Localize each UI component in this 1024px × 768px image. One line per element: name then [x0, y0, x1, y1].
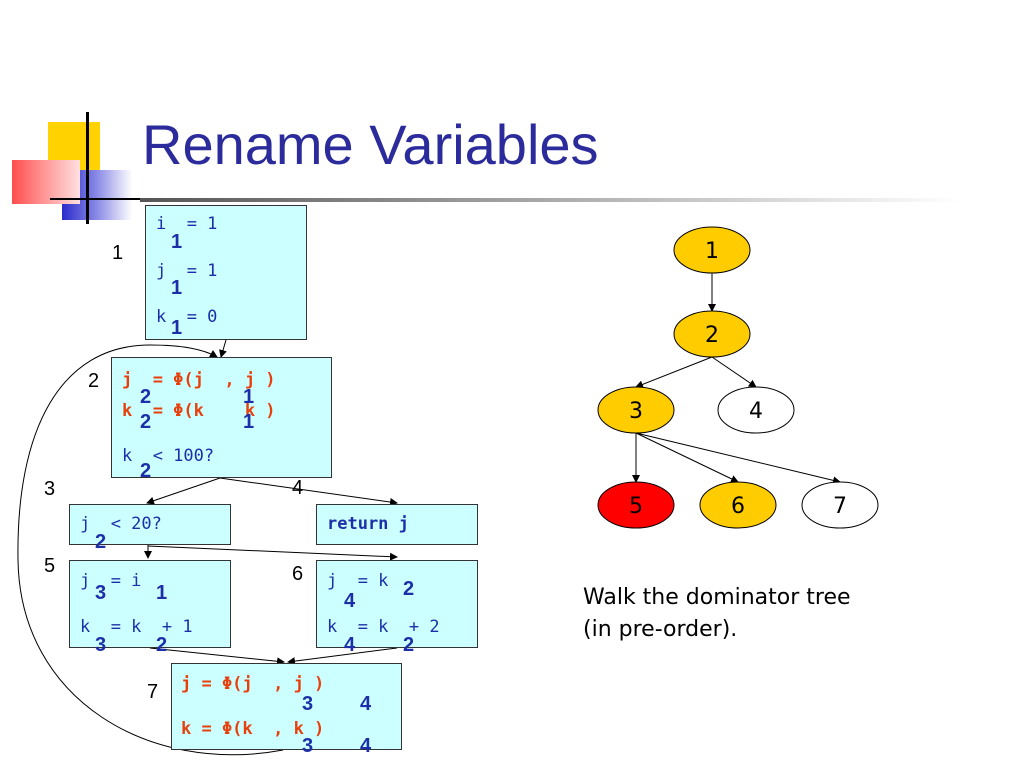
block-3-label: 3 — [44, 478, 56, 500]
block-6-line-1-subscript-a: 4 — [344, 590, 356, 612]
block-6-line-1: j = k — [327, 571, 389, 591]
block-7-line-2: k = Φ(k , k ) — [181, 719, 325, 739]
block-7-label: 7 — [147, 681, 159, 703]
block-5-line-1: j = i — [80, 571, 142, 591]
block-7-line-1-subscript-b: 4 — [360, 693, 372, 715]
basic-block-4: return j — [316, 504, 478, 545]
tree-node-2: 2 — [673, 310, 751, 358]
basic-block-6: j = k 4 2 k = k + 2 4 2 — [316, 560, 478, 655]
block-2-line-3-subscript: 2 — [140, 460, 152, 482]
block-3-line-1: j < 20? — [80, 514, 162, 534]
tree-node-1: 1 — [673, 226, 751, 274]
basic-block-2: j = Φ(j , j ) 2 1 k = Φ(k k ) 2 1 k < 10… — [111, 357, 332, 482]
block-3-line-1-subscript: 2 — [95, 531, 107, 553]
tree-edge-2-4 — [711, 356, 757, 388]
block-1-line-2-subscript: 1 — [171, 277, 183, 299]
caption: Walk the dominator tree (in pre-order). — [583, 582, 851, 646]
tree-node-3-label: 3 — [629, 399, 643, 424]
page-title: Rename Variables — [142, 113, 599, 176]
block-6-line-1-subscript-b: 2 — [403, 578, 415, 600]
edge-6-7 — [287, 647, 398, 666]
basic-block-1: i = 1 1 j = 1 1 k = 0 1 — [145, 205, 307, 340]
tree-node-1-label: 1 — [705, 239, 719, 264]
tree-node-3: 3 — [597, 386, 675, 434]
basic-block-3: j < 20? 2 — [69, 504, 231, 552]
tree-node-2-label: 2 — [705, 323, 719, 348]
tree-node-2-ellipse — [673, 310, 751, 358]
basic-block-5: j = i 3 1 k = k + 1 3 2 — [69, 560, 231, 655]
block-5-label: 5 — [44, 555, 56, 577]
tree-node-7: 7 — [801, 481, 879, 529]
block-1-line-2: j = 1 — [156, 261, 218, 281]
block-7-line-1-subscript-a: 3 — [302, 693, 314, 715]
tree-node-6-label: 6 — [731, 494, 745, 519]
logo-horizontal-line — [50, 198, 140, 200]
edge-5-7 — [149, 647, 285, 666]
block-5-line-2: k = k + 1 — [80, 617, 193, 637]
block-6-line-2: k = k + 2 — [327, 617, 440, 637]
block-4-line-1: return j — [327, 514, 409, 534]
logo-red-square — [12, 160, 80, 204]
edge-1-2 — [219, 339, 227, 358]
tree-node-4-ellipse — [717, 386, 795, 434]
block-2-line-2-subscript-a: 2 — [140, 411, 152, 433]
block-2-line-1-subscript-b: 1 — [243, 386, 255, 408]
block-5-line-2-subscript-a: 3 — [95, 634, 107, 656]
block-2-line-3: k < 100? — [122, 446, 215, 466]
block-1-label: 1 — [112, 242, 124, 264]
block-7-line-2-subscript-b: 4 — [360, 735, 372, 757]
tree-node-7-ellipse — [801, 481, 879, 529]
edge-2-3 — [146, 477, 221, 505]
block-2-line-1: j = Φ(j , j ) — [122, 370, 276, 390]
block-6-line-2-subscript-b: 2 — [403, 634, 415, 656]
tree-node-5: 5 — [597, 481, 675, 529]
block-6-line-2-subscript-a: 4 — [344, 634, 356, 656]
basic-block-7: j = Φ(j , j ) 3 4 k = Φ(k , k ) 3 4 — [171, 663, 402, 756]
block-7-line-1: j = Φ(j , j ) — [181, 674, 325, 694]
slide-logo-decoration — [0, 100, 140, 230]
block-1-line-3: k = 0 — [156, 307, 218, 327]
tree-node-4-label: 4 — [749, 399, 763, 424]
tree-edge-2-3 — [635, 356, 713, 389]
block-1-line-3-subscript: 1 — [171, 317, 183, 339]
block-2-line-2-subscript-b: 1 — [243, 411, 255, 433]
tree-node-5-ellipse — [597, 481, 675, 529]
edge-2-4 — [219, 477, 398, 506]
title-underline — [140, 198, 960, 202]
block-2-line-2: k = Φ(k k ) — [122, 401, 276, 421]
caption-line-1: Walk the dominator tree — [583, 585, 851, 610]
block-5-line-1-subscript-b: 1 — [156, 582, 168, 604]
block-2-line-1-subscript-a: 2 — [140, 386, 152, 408]
caption-line-2: (in pre-order). — [583, 617, 738, 642]
block-7-line-2-subscript-a: 3 — [302, 735, 314, 757]
tree-node-1-ellipse — [673, 226, 751, 274]
tree-node-4: 4 — [717, 386, 795, 434]
tree-edge-3-7 — [635, 432, 841, 485]
block-5-line-2-subscript-b: 2 — [156, 634, 168, 656]
block-1-line-1: i = 1 — [156, 214, 218, 234]
block-2-label: 2 — [88, 370, 100, 392]
block-4-label: 4 — [292, 477, 304, 499]
block-6-label: 6 — [292, 563, 304, 585]
tree-node-3-ellipse — [597, 386, 675, 434]
tree-node-6: 6 — [699, 481, 777, 529]
tree-node-7-label: 7 — [833, 494, 847, 519]
tree-node-5-label: 5 — [629, 494, 643, 519]
edge-3-6 — [147, 545, 398, 561]
tree-node-6-ellipse — [699, 481, 777, 529]
block-5-line-1-subscript-a: 3 — [95, 582, 107, 604]
edge-7-2-backedge — [17, 344, 284, 756]
logo-vertical-line — [86, 112, 89, 224]
block-1-line-1-subscript: 1 — [171, 231, 183, 253]
tree-edge-3-6 — [635, 432, 739, 483]
